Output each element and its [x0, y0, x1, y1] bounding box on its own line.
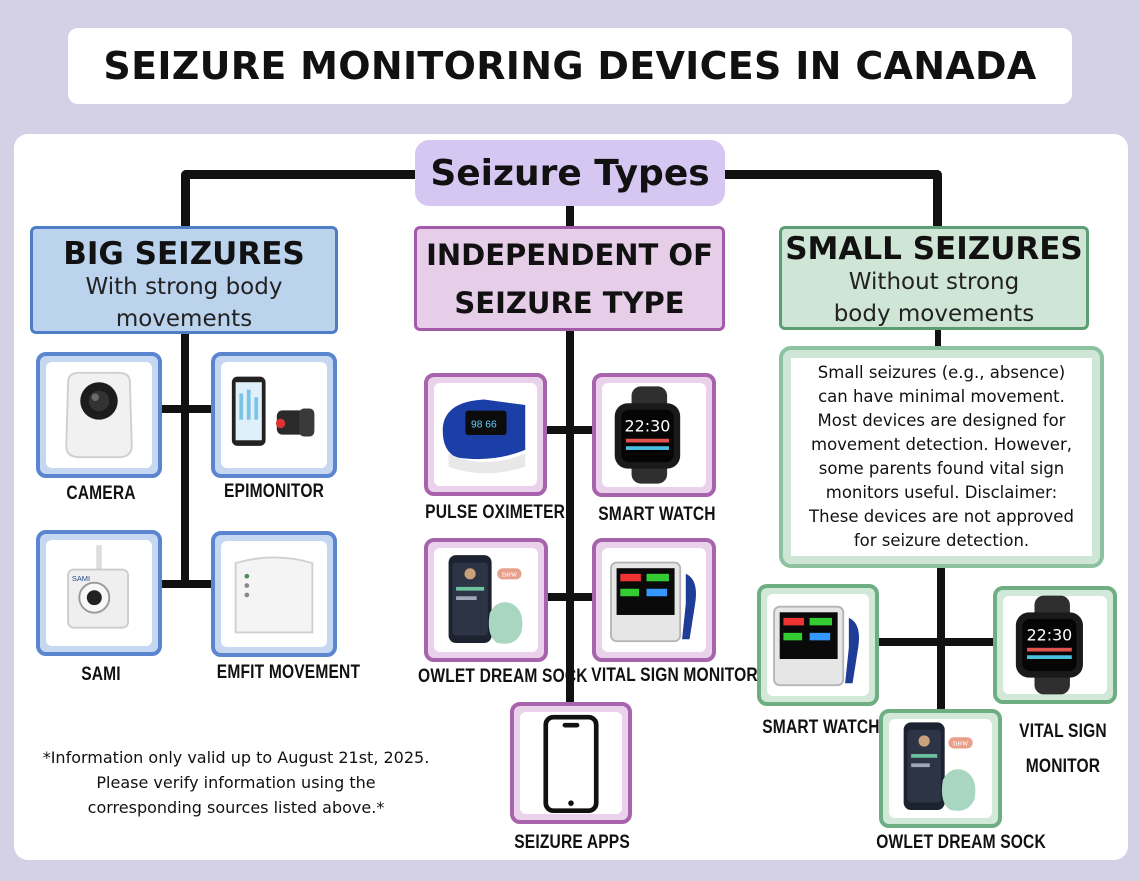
small-seizures-description: Small seizures (e.g., absence) can have …: [809, 363, 1074, 550]
small-seizures-subtitle-2: body movements: [833, 301, 1035, 327]
pulse-oximeter-icon: 98 66: [442, 399, 526, 474]
owlet-badge: new: [502, 570, 518, 579]
svg-text:SAMI: SAMI: [72, 574, 90, 583]
big-seizures-subtitle-1: With strong body: [85, 274, 283, 300]
device-label-seizure-apps: SEIZURE APPS: [514, 832, 630, 853]
big-seizures-title: BIG SEIZURES: [63, 236, 305, 272]
pulse-oximeter-card: 98 66: [424, 373, 547, 496]
emfit-card: [211, 531, 337, 657]
camera-card: [36, 352, 162, 478]
independent-title-1: INDEPENDENT OF: [426, 237, 713, 272]
device-label-smart-watch: SMART WATCH: [598, 504, 716, 525]
small-owlet-card: new: [879, 709, 1002, 828]
seizure-apps-card: [510, 702, 632, 824]
seizure-types-box: Seizure Types: [415, 140, 725, 206]
big-seizures-subtitle-2: movements: [115, 306, 253, 332]
big-seizures-header: BIG SEIZURES With strong body movements: [30, 226, 338, 334]
independent-title-2: SEIZURE TYPE: [454, 285, 685, 320]
vital-sign-monitor-icon: [773, 605, 860, 687]
small-seizures-description-box: Small seizures (e.g., absence) can have …: [779, 346, 1104, 568]
owlet-sock-icon: new: [448, 555, 523, 644]
footnote-line-1: *Information only valid up to August 21s…: [42, 748, 430, 767]
owlet-card: new: [424, 538, 548, 662]
emfit-icon: [234, 556, 314, 634]
device-label-vital-sign-monitor: VITAL SIGN MONITOR: [591, 665, 758, 686]
independent-header: INDEPENDENT OF SEIZURE TYPE: [414, 226, 725, 331]
epimonitor-icon: [231, 376, 315, 446]
device-label-small-smart-watch: SMART WATCH: [762, 717, 880, 738]
title-banner: SEIZURE MONITORING DEVICES IN CANADA: [68, 28, 1072, 104]
device-label-sami: SAMI: [81, 664, 121, 685]
small-seizures-header: SMALL SEIZURES Without strong body movem…: [779, 226, 1089, 330]
device-label-pulse-oximeter: PULSE OXIMETER: [425, 502, 566, 523]
watch-time: 22:30: [625, 416, 671, 435]
device-label-epimonitor: EPIMONITOR: [223, 481, 325, 502]
smart-watch-icon: 22:30: [1015, 595, 1083, 695]
small-seizures-subtitle-1: Without strong: [848, 269, 1020, 295]
phone-icon: [543, 714, 599, 813]
footnote-line-2: Please verify information using the: [96, 773, 376, 792]
vital-sign-monitor-icon: [610, 561, 696, 643]
sami-card: SAMI: [36, 530, 162, 656]
footnote-line-3: corresponding sources listed above.*: [87, 798, 385, 817]
watch-time: 22:30: [1027, 625, 1073, 644]
small-smart-watch-card: 22:30: [993, 586, 1117, 704]
device-label-owlet: OWLET DREAM SOCK: [418, 666, 588, 687]
device-label-small-owlet: OWLET DREAM SOCK: [876, 832, 1046, 853]
vital-sign-monitor-card: [592, 538, 716, 662]
page-title: SEIZURE MONITORING DEVICES IN CANADA: [103, 44, 1037, 88]
device-label-vital-sign-1: VITAL SIGN: [1019, 721, 1107, 742]
svg-text:98 66: 98 66: [471, 419, 497, 430]
sami-camera-icon: SAMI: [67, 545, 129, 629]
epimonitor-card: [211, 352, 337, 478]
device-label-camera: CAMERA: [66, 483, 136, 504]
small-vital-sign-card: [757, 584, 879, 706]
small-seizures-title: SMALL SEIZURES: [785, 231, 1083, 267]
device-label-vital-sign-2: MONITOR: [1025, 756, 1101, 777]
smart-watch-card: 22:30: [592, 373, 716, 497]
device-label-emfit: EMFIT MOVEMENT: [216, 662, 361, 683]
smart-watch-icon: 22:30: [614, 386, 681, 484]
footnote: *Information only valid up to August 21s…: [30, 745, 442, 820]
owlet-sock-icon: new: [903, 722, 976, 811]
owlet-badge: new: [953, 739, 969, 748]
seizure-types-label: Seizure Types: [430, 152, 710, 194]
camera-icon: [65, 371, 133, 459]
